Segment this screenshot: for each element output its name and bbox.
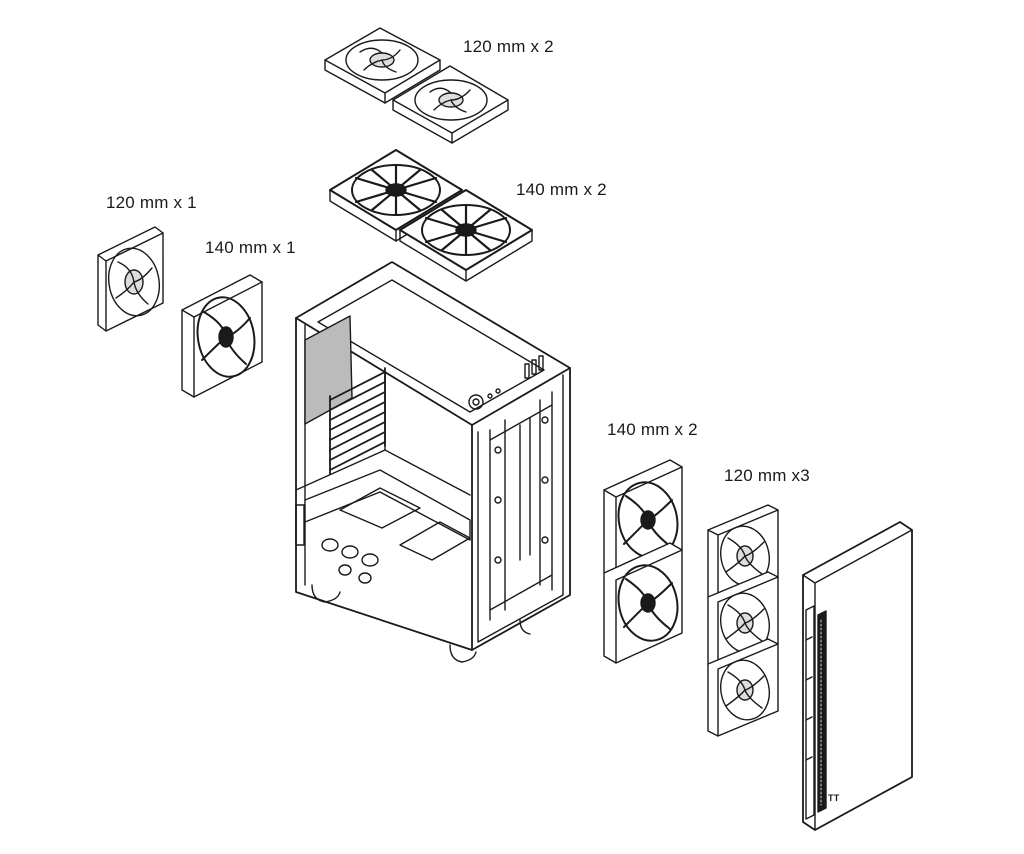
pc-case-chassis xyxy=(295,261,571,663)
label-front-fans-120: 120 mm x3 xyxy=(724,466,810,485)
label-rear-fan-140: 140 mm x 1 xyxy=(205,238,296,257)
front-panel-bezel xyxy=(802,521,913,831)
front-fan-140-bottom xyxy=(603,542,683,664)
top-fan-120-a xyxy=(324,27,441,104)
brand-logo: TT xyxy=(828,793,840,803)
front-fan-120-bottom xyxy=(707,638,779,737)
label-rear-fan-120: 120 mm x 1 xyxy=(106,193,197,212)
label-top-fans-140: 140 mm x 2 xyxy=(516,180,607,199)
rear-fan-120 xyxy=(97,226,164,332)
label-front-fans-140: 140 mm x 2 xyxy=(607,420,698,439)
label-top-fans-120: 120 mm x 2 xyxy=(463,37,554,56)
top-fan-120-b xyxy=(392,65,509,144)
rear-fan-140 xyxy=(181,274,263,398)
top-fan-140-b xyxy=(399,189,533,282)
